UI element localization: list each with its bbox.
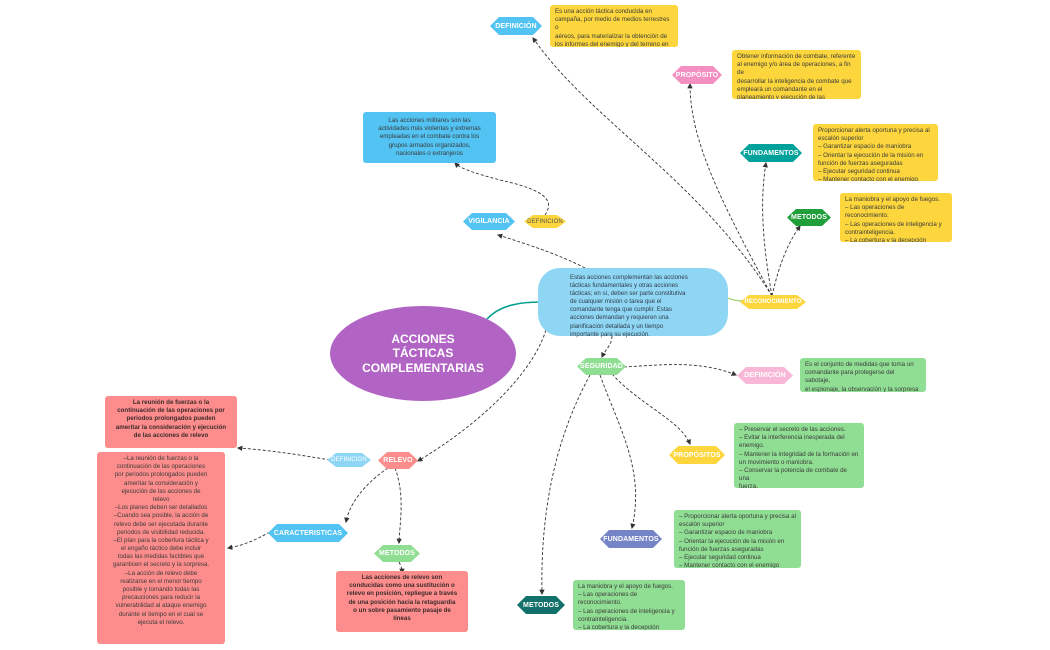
link-seg-definicion [623,364,737,376]
link-rec-metodos [771,225,801,297]
main-topic[interactable]: ACCIONES TÁCTICAS COMPLEMENTARIAS [330,306,516,401]
node-relevo[interactable]: RELEVO [378,452,418,469]
link-rel-metodos [394,467,402,545]
node-rel-caracteristicas[interactable]: CARACTERISTICAS [268,524,348,542]
link-center-reconocimiento [724,296,746,302]
node-seg-proposito[interactable]: PROPÓSITOS [669,446,725,464]
text-seg-fundamentos: – Proporcionar alerta oportuna y precisa… [674,510,801,568]
text-rec-metodos: La maniobra y el apoyo de fuegos. – Las … [840,193,952,242]
node-seg-metodos[interactable]: METODOS [517,596,565,614]
node-rec-proposito[interactable]: PROPÓSITO [672,66,722,84]
text-rec-definicion: Es una acción táctica conducida en campa… [550,5,678,47]
link-car-texto [226,531,271,550]
node-vigilancia[interactable]: VIGILANCIA [463,213,515,230]
link-rel-caracteristicas [344,467,389,524]
node-seg-fundamentos[interactable]: FUNDAMENTOS [600,530,662,548]
link-center-seguridad [601,335,613,358]
node-seguridad[interactable]: SEGURIDAD [577,358,626,375]
text-seg-metodos: La maniobra y el apoyo de fuegos. – Las … [573,580,685,630]
text-vig-definicion: Las acciones militares son las actividad… [363,112,496,163]
node-rec-fundamentos[interactable]: FUNDAMENTOS [740,144,802,162]
node-rec-definicion[interactable]: DEFINICIÓN [490,17,542,35]
node-seg-definicion[interactable]: DEFINICIÓN [737,367,793,384]
text-seg-definicion: Es el conjunto de medidas que toma un co… [800,358,926,392]
text-rel-definicion: La reunión de fuerzas o la continuación … [105,396,237,448]
center-description[interactable]: Estas acciones complementan las acciones… [538,268,728,338]
link-seg-metodos [539,374,591,596]
link-seg-proposito [611,373,691,445]
node-rel-metodos[interactable]: METODOS [374,545,420,562]
node-reconocimiento[interactable]: RECONOCIMIENTO [740,295,806,309]
text-rec-proposito: Obtener información de combate, referent… [732,50,861,99]
text-rec-fundamentos: Proporcionar alerta oportuna y precisa a… [813,124,938,181]
text-rel-caracteristicas: –La reunión de fuerzas o la continuación… [97,452,225,644]
text-seg-proposito: – Preservar el secreto de las acciones. … [734,423,864,488]
node-rel-definicion[interactable]: DEFINICION [327,453,371,467]
link-seg-fundamentos [599,374,636,530]
node-vig-definicion[interactable]: DEFINICION [524,215,566,228]
node-rec-metodos[interactable]: METODOS [787,209,831,226]
link-rec-proposito [687,82,773,297]
text-rel-metodos: Las acciones de relevo son conducidas co… [336,571,468,632]
link-vig-definicion [454,162,549,216]
link-rel-definicion [236,445,331,461]
link-rec-definicion [532,37,773,297]
link-rec-fundamentos [762,161,773,297]
link-main-center [486,301,542,320]
link-center-vigilancia [496,233,586,269]
